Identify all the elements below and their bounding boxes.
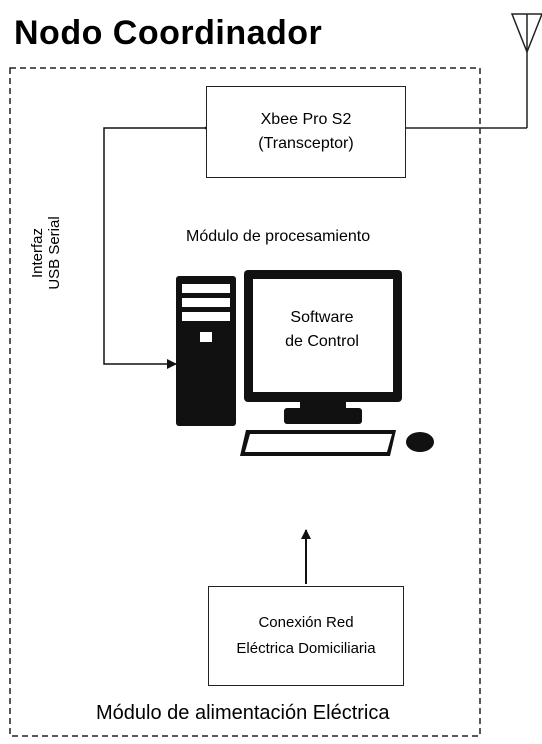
- software-label-line1: Software: [290, 309, 354, 326]
- diagram-title: Nodo Coordinador: [14, 14, 323, 52]
- transceiver-role: (Transceptor): [258, 135, 354, 152]
- software-label: Software de Control: [262, 306, 382, 354]
- computer-icon: [176, 270, 434, 456]
- usb-serial-link: [103, 123, 213, 369]
- xbee-transceiver-box: Xbee Pro S2 (Transceptor): [206, 86, 406, 178]
- power-module-caption: Módulo de alimentación Eléctrica: [96, 702, 390, 724]
- transceiver-name: Xbee Pro S2: [260, 111, 352, 128]
- power-line2: Eléctrica Domiciliaria: [236, 640, 376, 657]
- software-label-line2: de Control: [285, 333, 359, 350]
- processing-module-caption: Módulo de procesamiento: [186, 228, 371, 245]
- antenna-icon: [510, 13, 542, 128]
- interface-label-line1: Interfaz: [29, 227, 46, 279]
- usb-serial-label: Interfaz USB Serial: [24, 188, 68, 318]
- interface-label-line2: USB Serial: [46, 216, 63, 290]
- node-boundary: [9, 67, 481, 737]
- power-line1: Conexión Red: [258, 614, 354, 631]
- power-connection-box: Conexión Red Eléctrica Domiciliaria: [208, 586, 404, 686]
